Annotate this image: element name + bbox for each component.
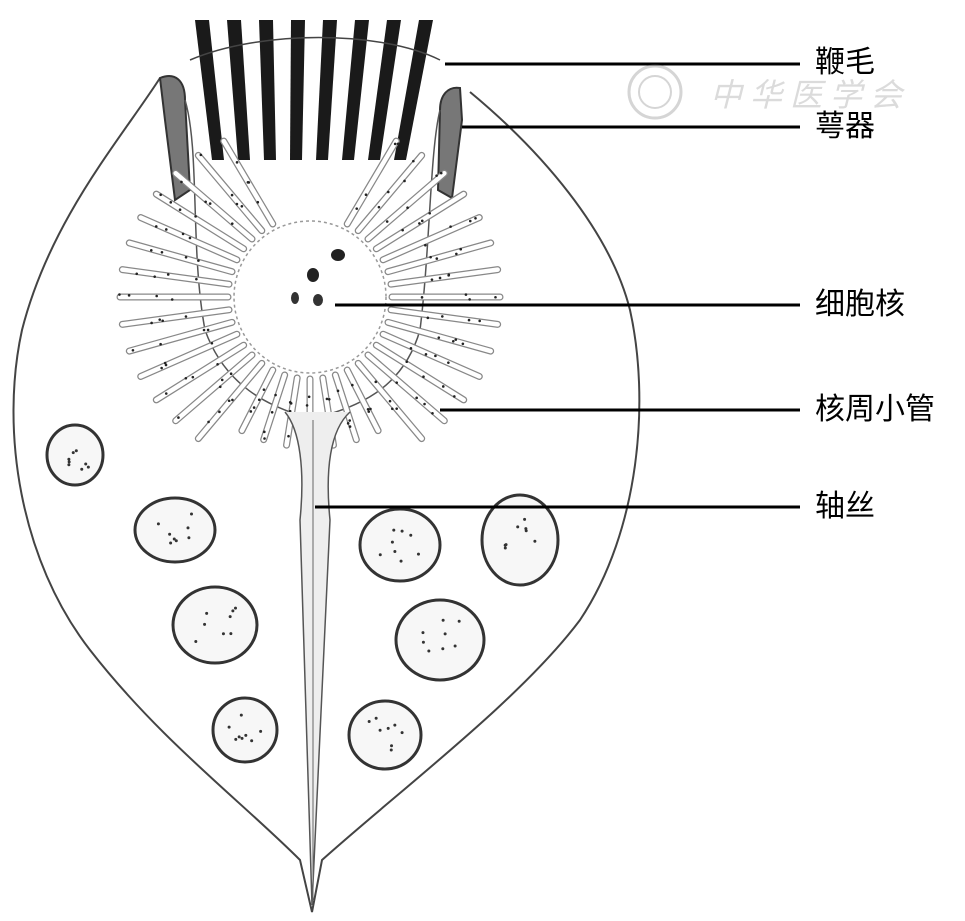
- food-vacuole: [213, 698, 277, 762]
- axostyle: [285, 412, 350, 905]
- flagellum-strand: [195, 20, 224, 160]
- food-vacuole: [47, 425, 103, 485]
- society-seal-icon: [625, 62, 685, 122]
- food-vacuole: [135, 498, 215, 562]
- watermark-text: 中华医学会: [710, 70, 910, 116]
- label-axostyle: 轴丝: [815, 492, 875, 522]
- food-vacuole: [360, 509, 440, 581]
- label-calyx: 萼器: [815, 112, 875, 142]
- flagellum-strand: [394, 20, 433, 160]
- flagellum-strand: [290, 20, 305, 160]
- food-vacuole: [396, 600, 484, 680]
- watermark-logo: 中华医学会: [625, 62, 925, 122]
- flagellum-strand: [316, 20, 337, 160]
- calyx-right: [438, 88, 462, 198]
- flagellum-strand: [342, 20, 369, 160]
- label-flagellum: 鞭毛: [815, 48, 875, 78]
- flagella: [190, 20, 440, 160]
- nucleus: [234, 221, 386, 373]
- food-vacuole: [349, 701, 421, 769]
- food-vacuole: [173, 587, 257, 663]
- flagellum-strand: [227, 20, 250, 160]
- label-perinuclear-tubules: 核周小管: [815, 395, 935, 425]
- label-nucleus: 细胞核: [815, 290, 905, 320]
